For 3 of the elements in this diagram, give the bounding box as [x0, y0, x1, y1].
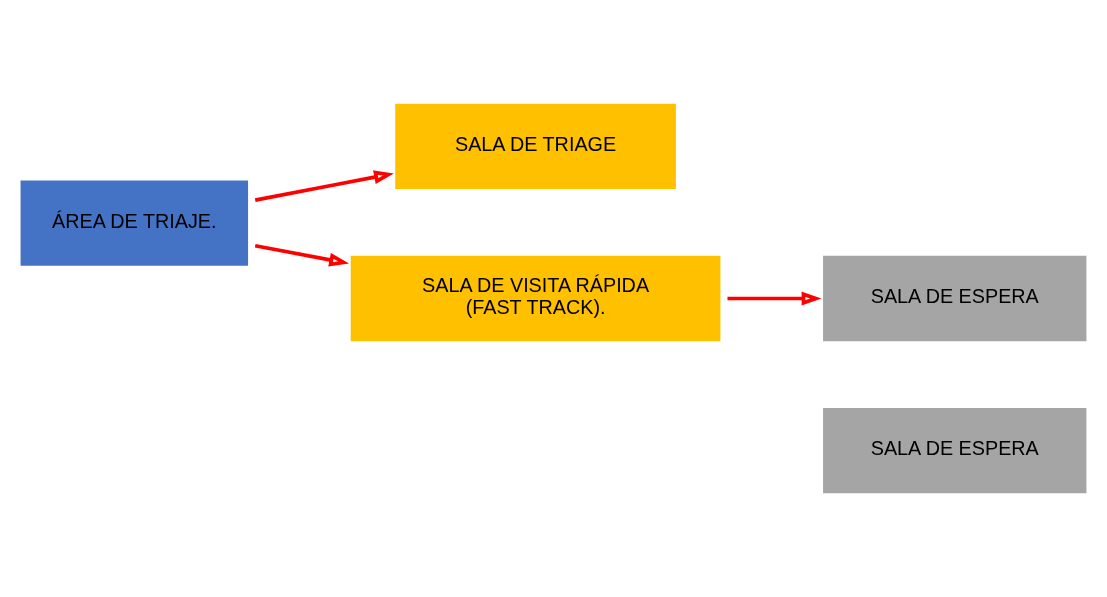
arrow — [254, 243, 350, 267]
arrow — [727, 291, 822, 306]
arrow — [254, 170, 394, 202]
